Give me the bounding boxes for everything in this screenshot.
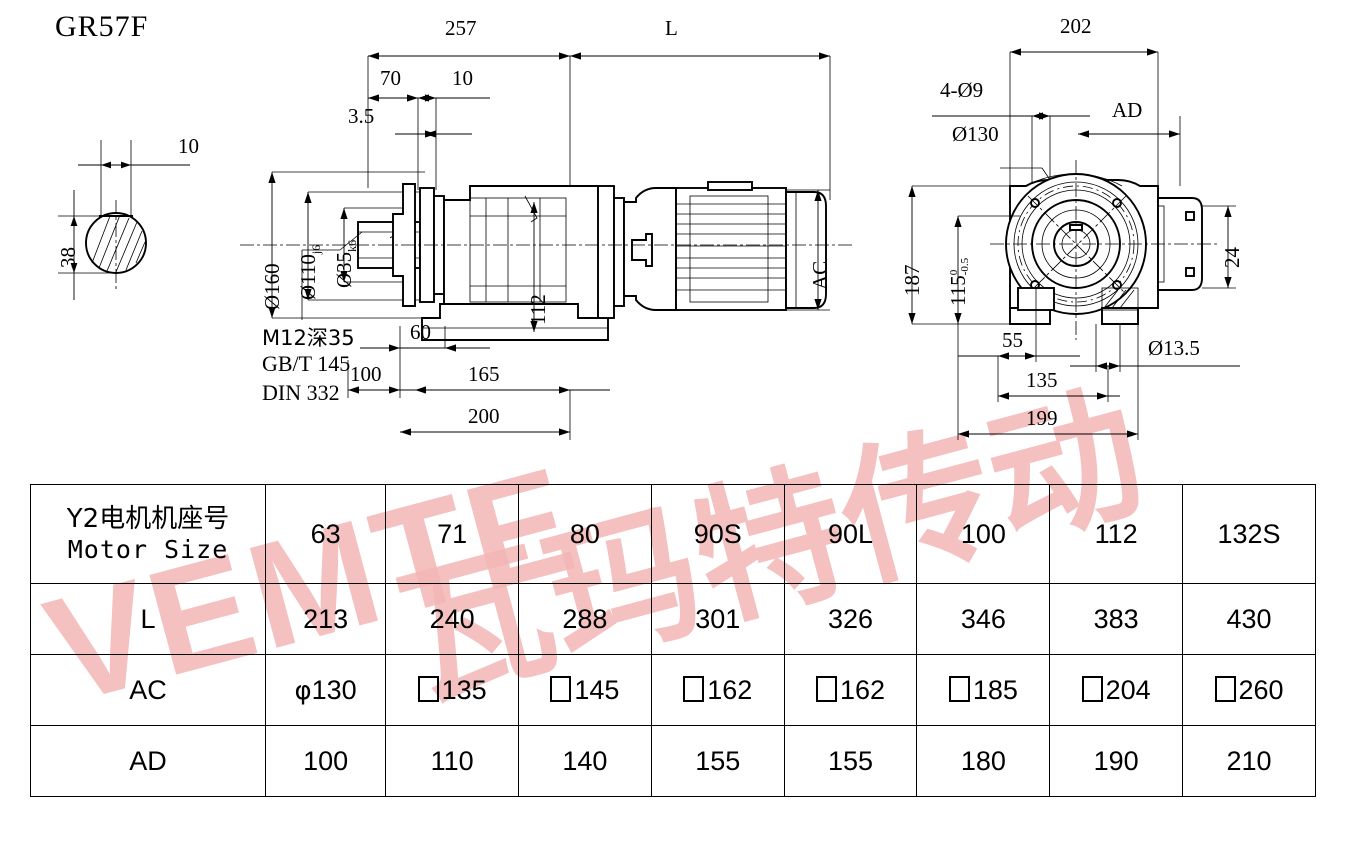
dim-165: 165 [468, 362, 500, 386]
dim-d110j6: Ø110j6 [296, 244, 324, 300]
table-cell: 71 [385, 484, 520, 584]
dim-135: 135 [1026, 368, 1058, 392]
table-header-label-en: Motor Size [67, 534, 229, 564]
table-cell: 100 [916, 484, 1051, 584]
table-cell: 204 [1049, 654, 1184, 726]
table-row-label: AC [30, 654, 266, 726]
dim-199: 199 [1026, 406, 1058, 430]
table-cell: 190 [1049, 725, 1184, 797]
table-cell: 132S [1182, 484, 1316, 584]
table-cell: 110 [385, 725, 520, 797]
dim-257: 257 [445, 16, 477, 40]
dim-24: 24 [1220, 247, 1244, 268]
table-cell: 140 [518, 725, 652, 797]
dim-keyway-width: 10 [178, 134, 199, 158]
phi-symbol: φ [294, 675, 312, 706]
table-cell: 112 [1049, 484, 1184, 584]
table-cell: 180 [916, 725, 1051, 797]
dim-60: 60 [410, 320, 431, 344]
table-cell: 288 [518, 583, 652, 655]
table-cell: 185 [916, 654, 1051, 726]
dim-d35k6: Ø35k6 [332, 239, 360, 288]
motor-size-table: Y2电机机座号 Motor Size 63 71 80 90S 90L 100 … [30, 484, 1316, 797]
table-cell: 90L [783, 484, 918, 584]
dim-200: 200 [468, 404, 500, 428]
table-row-label: L [30, 583, 266, 655]
table-header-label: Y2电机机座号 Motor Size [30, 484, 266, 584]
table-cell: φ130 [264, 654, 387, 726]
note-gbt145: GB/T 145 [262, 351, 351, 376]
dim-112: 112 [526, 294, 550, 325]
table-body: Y2电机机座号 Motor Size 63 71 80 90S 90L 100 … [30, 484, 1316, 797]
dim-70: 70 [380, 66, 401, 90]
dim-d160: Ø160 [260, 263, 284, 310]
note-m12: M12深35 [262, 326, 355, 350]
table-cell: 90S [650, 484, 785, 584]
dim-100: 100 [350, 362, 382, 386]
square-symbol [417, 675, 439, 702]
table-cell: 80 [518, 484, 652, 584]
table-cell: 145 [518, 654, 652, 726]
side-view-group: 257 L 70 10 3.5 Ø160 Ø110j6 Ø35k6 112 AC… [240, 0, 860, 470]
dim-10: 10 [452, 66, 473, 90]
table-row-header: Y2电机机座号 Motor Size 63 71 80 90S 90L 100 … [30, 484, 1316, 584]
table-cell: 213 [264, 583, 387, 655]
table-row-L: L 213 240 288 301 326 346 383 430 [30, 583, 1316, 655]
dim-d13-5: Ø13.5 [1148, 336, 1200, 360]
table-row-AC: AC φ130 135 145 162 162 185 204 260 [30, 654, 1316, 726]
table-cell: 210 [1182, 725, 1316, 797]
drawing-title: GR57F [55, 10, 149, 43]
square-symbol [1214, 675, 1236, 702]
table-cell: 346 [916, 583, 1051, 655]
dim-AC: AC [808, 260, 832, 290]
table-cell: 326 [783, 583, 918, 655]
dim-d130: Ø130 [952, 122, 999, 146]
table-cell: 100 [264, 725, 387, 797]
keyway-section-svg [58, 140, 190, 300]
dim-4xd9: 4-Ø9 [940, 78, 984, 102]
front-view-svg [908, 48, 1240, 440]
table-cell: 162 [650, 654, 785, 726]
table-cell: 383 [1049, 583, 1184, 655]
table-row-label: AD [30, 725, 266, 797]
table-cell: 155 [650, 725, 785, 797]
table-cell: 162 [783, 654, 918, 726]
table-row-AD: AD 100 110 140 155 155 180 190 210 [30, 725, 1316, 797]
dim-187: 187 [900, 264, 924, 297]
table-cell: 155 [783, 725, 918, 797]
dim-55: 55 [1002, 328, 1023, 352]
dim-AD: AD [1112, 98, 1143, 122]
square-symbol [1081, 675, 1103, 702]
table-cell: 135 [385, 654, 520, 726]
keyway-section-view: 10 38 [0, 0, 260, 330]
dim-202: 202 [1060, 14, 1092, 38]
table-cell: 301 [650, 583, 785, 655]
square-symbol [550, 675, 572, 702]
table-cell: 240 [385, 583, 520, 655]
dim-L: L [665, 16, 678, 40]
table-cell: 430 [1182, 583, 1316, 655]
table-header-label-cjk: Y2电机机座号 [66, 503, 230, 534]
square-symbol [948, 675, 970, 702]
note-din332: DIN 332 [262, 380, 340, 405]
side-view-svg [240, 52, 852, 440]
square-symbol [816, 675, 838, 702]
square-symbol [683, 675, 705, 702]
table-cell: 63 [264, 484, 387, 584]
dim-keyway-height: 38 [56, 247, 80, 268]
table-cell: 260 [1182, 654, 1316, 726]
dim-3-5: 3.5 [348, 104, 375, 128]
